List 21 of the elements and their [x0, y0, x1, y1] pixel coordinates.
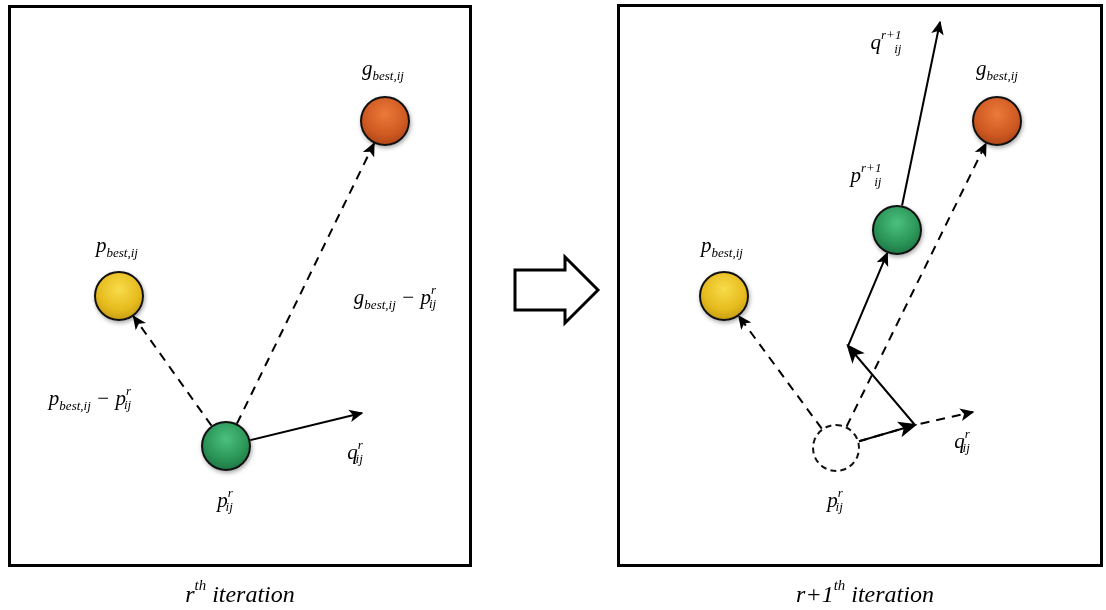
arrow — [846, 251, 918, 443]
particle-label: p$_{best,ij}$ — [701, 235, 743, 259]
block-arrow — [513, 253, 601, 327]
dashed-arrow — [737, 315, 823, 430]
particle-label: p$_{best,ij}$ — [96, 235, 138, 259]
dashed-arrow — [845, 142, 987, 428]
particle-circle — [201, 421, 251, 471]
particle-circle — [972, 96, 1022, 146]
panel-caption: r$^{th}$ iteration — [185, 578, 295, 606]
particle-circle — [699, 271, 749, 321]
particle-label: g$_{best,ij}$ — [976, 58, 1018, 82]
arrow — [249, 409, 364, 442]
dashed-circle — [812, 424, 860, 472]
panel-caption: r+1$^{th}$ iteration — [796, 578, 934, 606]
particle-circle — [360, 96, 410, 146]
dashed-arrow — [236, 142, 375, 425]
particle-circle — [94, 271, 144, 321]
particle-circle — [872, 205, 922, 255]
dashed-arrow — [132, 315, 213, 427]
particle-label: g$_{best,ij}$ — [362, 58, 404, 82]
arrow — [901, 20, 944, 207]
